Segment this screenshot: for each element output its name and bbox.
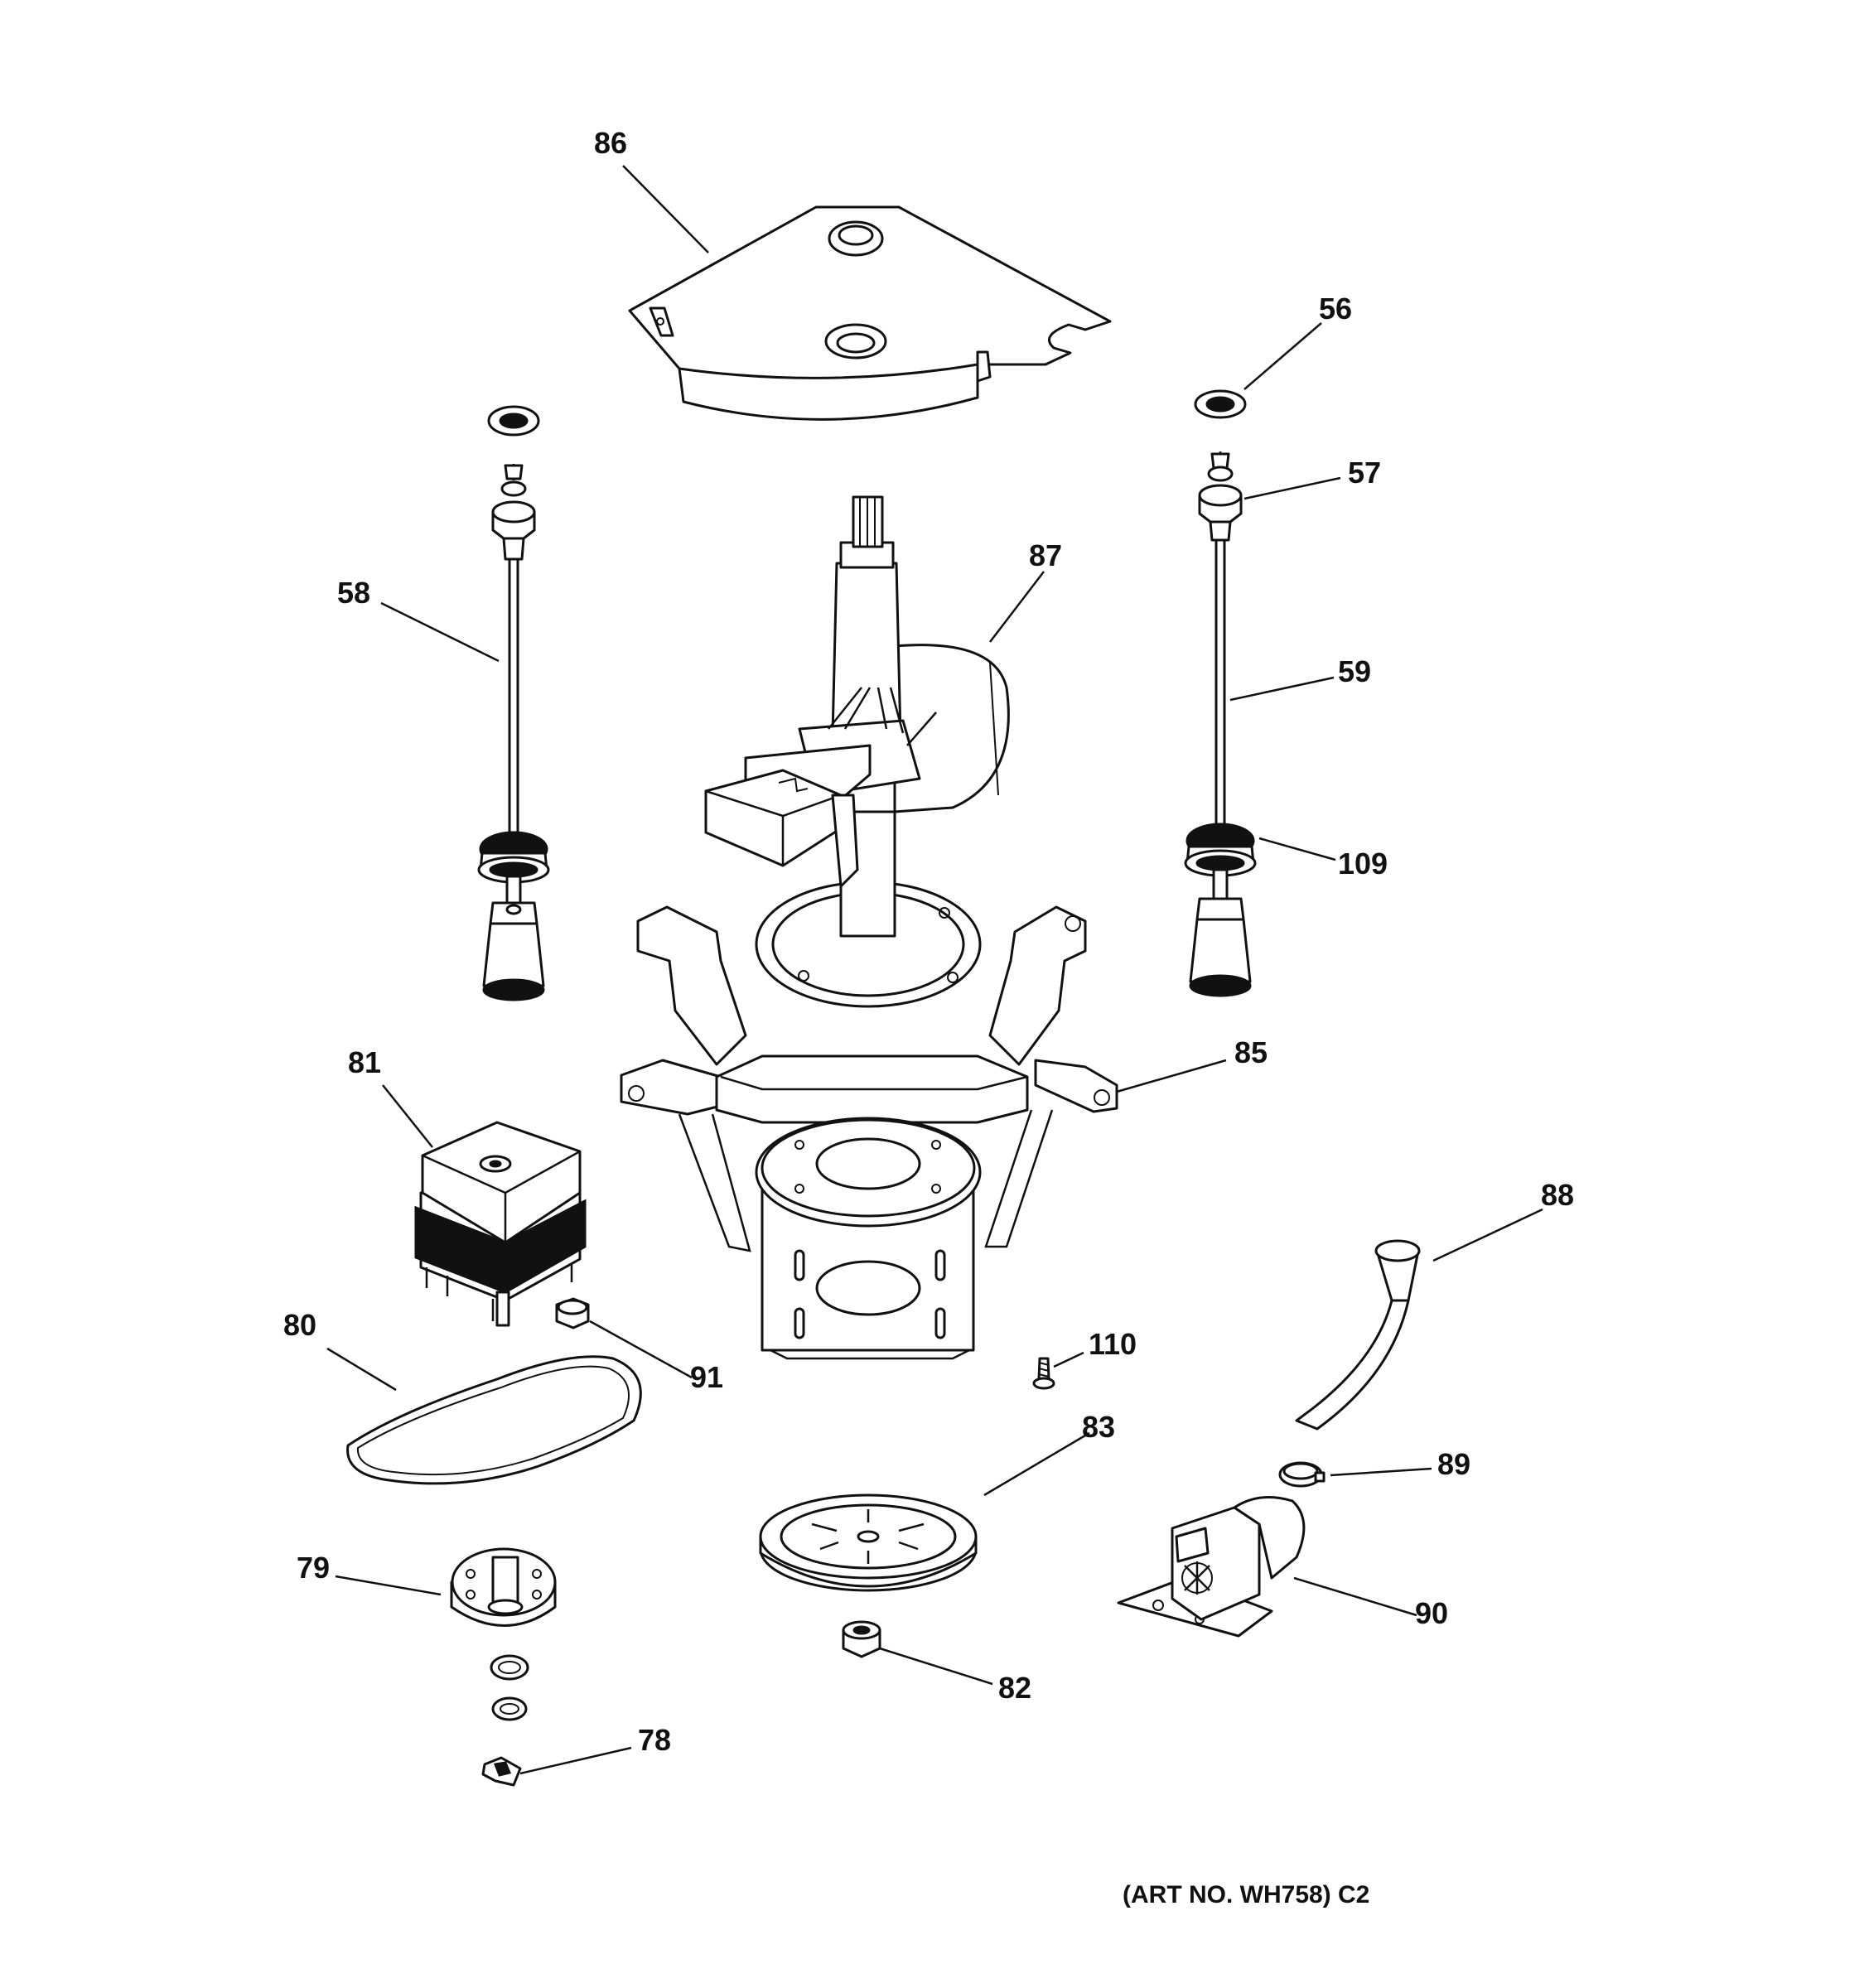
part-89-clamp — [1278, 1461, 1326, 1488]
callout-56: 56 — [1319, 292, 1352, 326]
part-91-nut — [555, 1297, 590, 1329]
callout-59: 59 — [1338, 654, 1371, 688]
callout-58: 58 — [337, 576, 370, 610]
part-110-screw — [1032, 1357, 1055, 1390]
callout-88: 88 — [1541, 1178, 1574, 1212]
part-79-clutch — [450, 1547, 557, 1627]
callout-82: 82 — [998, 1671, 1031, 1705]
callout-89: 89 — [1437, 1447, 1470, 1481]
callout-86: 86 — [594, 126, 627, 160]
callout-90: 90 — [1415, 1596, 1448, 1630]
part-109-damper-right — [1184, 823, 1257, 997]
part-83-pulley — [759, 1493, 978, 1592]
part-80-drive-belt — [346, 1355, 642, 1485]
callout-87: 87 — [1029, 538, 1062, 572]
part-87-transmission — [704, 495, 1010, 1008]
leader-lines — [326, 165, 1543, 1775]
callout-labels: 86 56 57 58 59 87 109 85 81 88 80 91 110… — [283, 126, 1574, 1757]
ring-washer-a — [490, 1654, 529, 1681]
callout-78: 78 — [638, 1723, 671, 1757]
callout-85: 85 — [1234, 1035, 1268, 1069]
callout-83: 83 — [1082, 1410, 1115, 1444]
part-88-hose — [1295, 1239, 1421, 1431]
part-59-suspension-rod-right — [1214, 538, 1226, 830]
callout-81: 81 — [348, 1045, 381, 1079]
part-58-suspension-rod-left — [477, 405, 550, 1001]
callout-80: 80 — [283, 1308, 316, 1342]
callout-57: 57 — [1348, 456, 1381, 490]
part-82-nut — [842, 1620, 881, 1658]
callout-79: 79 — [297, 1551, 330, 1585]
art-number: (ART NO. WH758) C2 — [1123, 1881, 1369, 1908]
part-85-base-bracket — [620, 905, 1118, 1360]
part-56-nut-right — [1194, 389, 1247, 419]
part-86-cover-plate — [628, 205, 1112, 421]
part-78-clip — [481, 1756, 522, 1787]
part-90-pump — [1117, 1496, 1306, 1638]
callout-91: 91 — [690, 1360, 723, 1394]
ring-washer-b — [491, 1696, 528, 1721]
callout-110: 110 — [1089, 1327, 1137, 1361]
part-81-motor — [414, 1121, 587, 1327]
part-57-seat-right — [1198, 451, 1243, 542]
callout-109: 109 — [1338, 847, 1388, 881]
